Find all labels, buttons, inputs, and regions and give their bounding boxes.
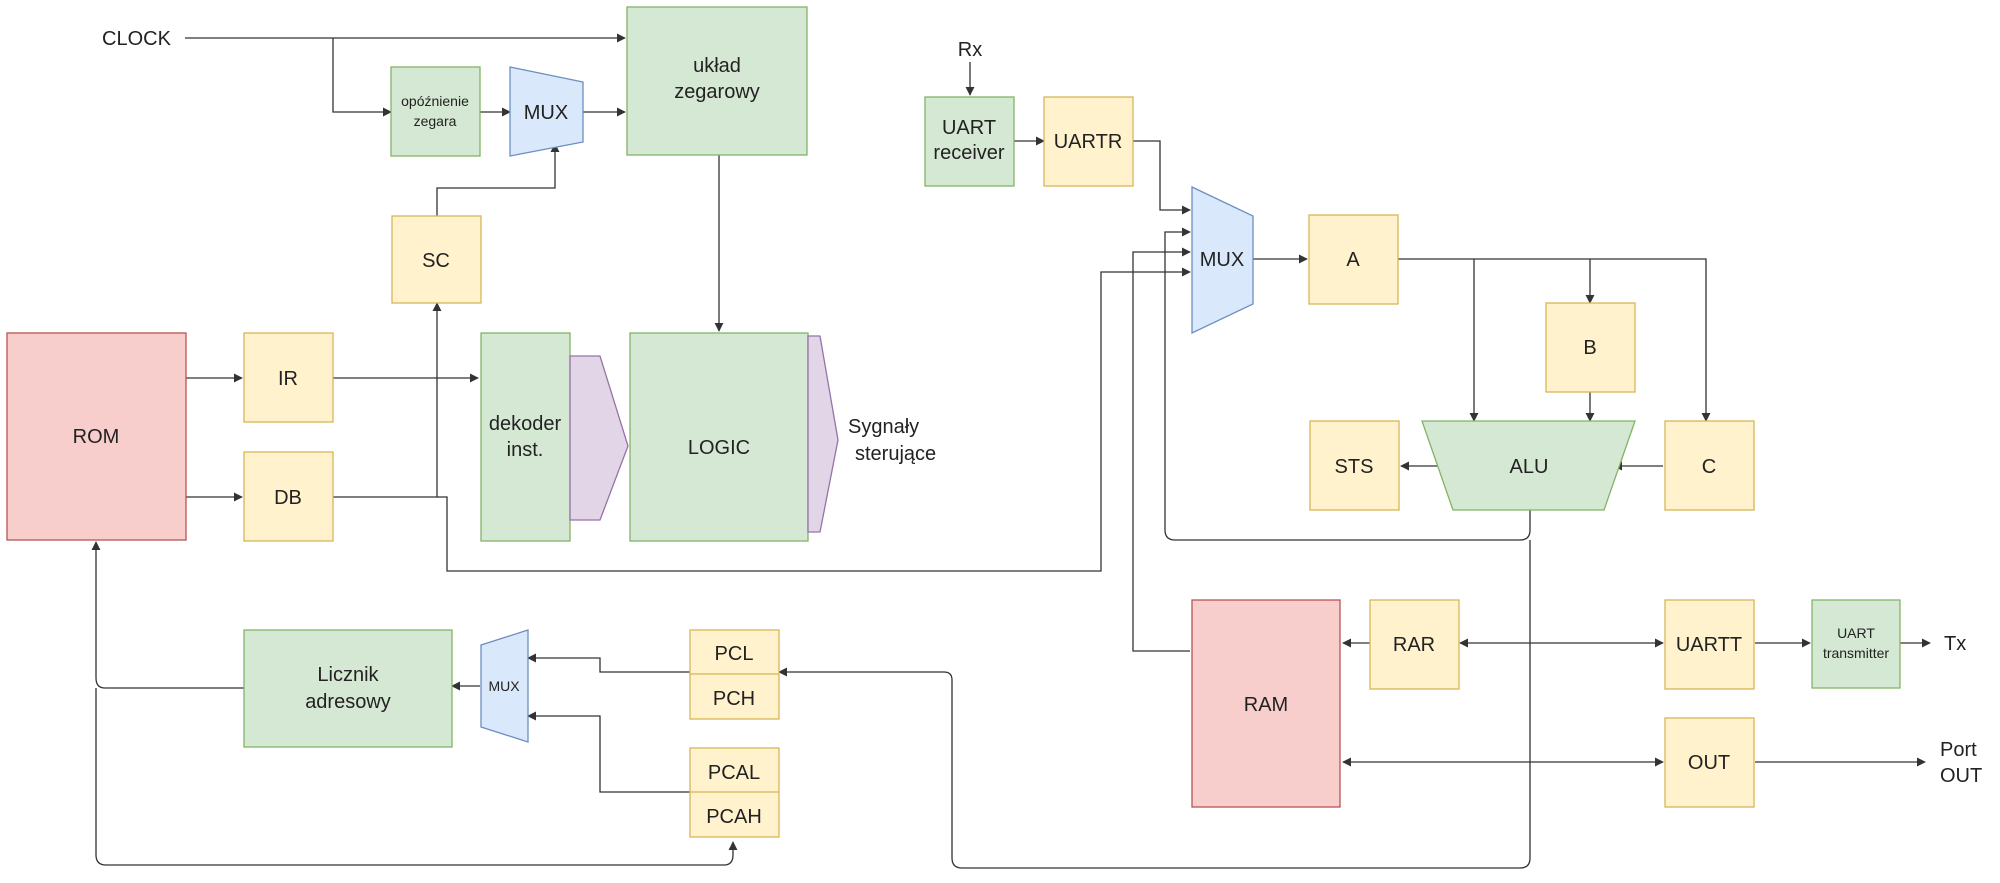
pcah-label: PCAH [706, 806, 762, 828]
uart-receiver-label-line2: receiver [933, 142, 1004, 164]
uart-transmitter-block: UART transmitter [1811, 599, 1901, 689]
wire-rom-to-pcah [95, 688, 738, 866]
pc-mux-label: MUX [488, 678, 520, 694]
db-label: DB [274, 487, 302, 509]
logic-label: LOGIC [688, 437, 750, 459]
wire-a-to-c [1590, 258, 1711, 422]
ir-label: IR [278, 368, 298, 390]
out-register: OUT [1664, 717, 1755, 808]
uartr-register: UARTR [1043, 96, 1134, 187]
address-counter-block: Licznik adresowy [243, 629, 453, 748]
wire-alu-to-pcl [778, 540, 1531, 869]
instruction-decoder-block: dekoder inst. [480, 332, 571, 542]
wire-a-to-b [1398, 258, 1595, 304]
uartt-label: UARTT [1676, 634, 1742, 656]
uart-receiver-block: UART receiver [924, 96, 1015, 187]
uart-transmitter-label-line1: UART [1837, 625, 1875, 641]
pcl-label: PCL [715, 643, 754, 665]
pcl-pch-register: PCL PCH [689, 629, 780, 720]
port-out-label-line1: Port [1940, 739, 1977, 761]
logic-block: LOGIC [629, 332, 809, 542]
connections [91, 33, 1931, 869]
data-mux-block: MUX [1191, 185, 1254, 335]
uartr-label: UARTR [1054, 131, 1123, 153]
register-a-label: A [1346, 249, 1360, 271]
ram-block: RAM [1191, 599, 1341, 808]
alu-label: ALU [1510, 456, 1549, 478]
sts-register: STS [1309, 420, 1400, 511]
rom-label: ROM [73, 426, 120, 448]
clock-mux-block: MUX [509, 66, 584, 157]
pcal-pcah-register: PCAL PCAH [689, 747, 780, 838]
wire-pcl-to-pc-mux [527, 653, 698, 673]
register-b: B [1545, 302, 1636, 393]
logic-to-signals-bus-arrow [807, 335, 839, 533]
rar-label: RAR [1393, 634, 1435, 656]
sc-register: SC [391, 215, 482, 304]
decoder-to-logic-bus-arrow [569, 355, 629, 521]
out-label: OUT [1688, 752, 1730, 774]
db-register: DB [243, 451, 334, 542]
decoder-label-line1: dekoder [489, 413, 562, 435]
clock-mux-label: MUX [524, 102, 568, 124]
register-c-label: C [1702, 456, 1716, 478]
control-signals-label-line2: sterujące [855, 443, 936, 465]
clock-delay-block: opóźnienie zegara [390, 66, 481, 157]
register-b-label: B [1583, 337, 1596, 359]
sts-label: STS [1335, 456, 1374, 478]
clock-input-label: CLOCK [102, 28, 172, 50]
uart-receiver-label-line1: UART [942, 117, 996, 139]
clock-delay-label-line1: opóźnienie [401, 93, 469, 109]
address-counter-label-line2: adresowy [305, 691, 391, 713]
port-out-label-line2: OUT [1940, 765, 1982, 787]
wire-clock-to-delay [332, 38, 392, 117]
register-a: A [1308, 214, 1399, 305]
rar-register: RAR [1369, 599, 1460, 690]
pch-label: PCH [713, 688, 755, 710]
ram-label: RAM [1244, 694, 1288, 716]
decoder-label-line2: inst. [507, 439, 544, 461]
wire-counter-to-rom [91, 541, 244, 689]
wire-db-to-sc [333, 302, 442, 498]
uart-transmitter-label-line2: transmitter [1823, 645, 1889, 661]
register-c: C [1664, 420, 1755, 511]
wire-sc-to-mux [436, 143, 560, 216]
control-signals-label-line1: Sygnały [848, 416, 919, 438]
wire-alu-to-data-mux [1164, 227, 1531, 541]
pc-mux-block: MUX [480, 629, 529, 743]
wire-db-to-data-mux [437, 267, 1191, 572]
pcal-label: PCAL [708, 762, 760, 784]
data-mux-label: MUX [1200, 249, 1244, 271]
clock-unit-label-line1: układ [693, 55, 741, 77]
clock-unit-block: układ zegarowy [626, 6, 808, 156]
tx-output-label: Tx [1944, 633, 1966, 655]
ir-register: IR [243, 332, 334, 423]
uartt-register: UARTT [1664, 599, 1755, 690]
sc-label: SC [422, 250, 450, 272]
rx-input-label: Rx [958, 39, 982, 61]
address-counter-label-line1: Licznik [317, 664, 379, 686]
wire-ram-to-data-mux [1132, 247, 1191, 652]
alu-block: ALU [1421, 420, 1636, 511]
wire-uartr-to-data-mux [1133, 140, 1191, 215]
clock-unit-label-line2: zegarowy [674, 81, 760, 103]
rom-block: ROM [6, 332, 187, 541]
clock-delay-label-line2: zegara [414, 113, 457, 129]
